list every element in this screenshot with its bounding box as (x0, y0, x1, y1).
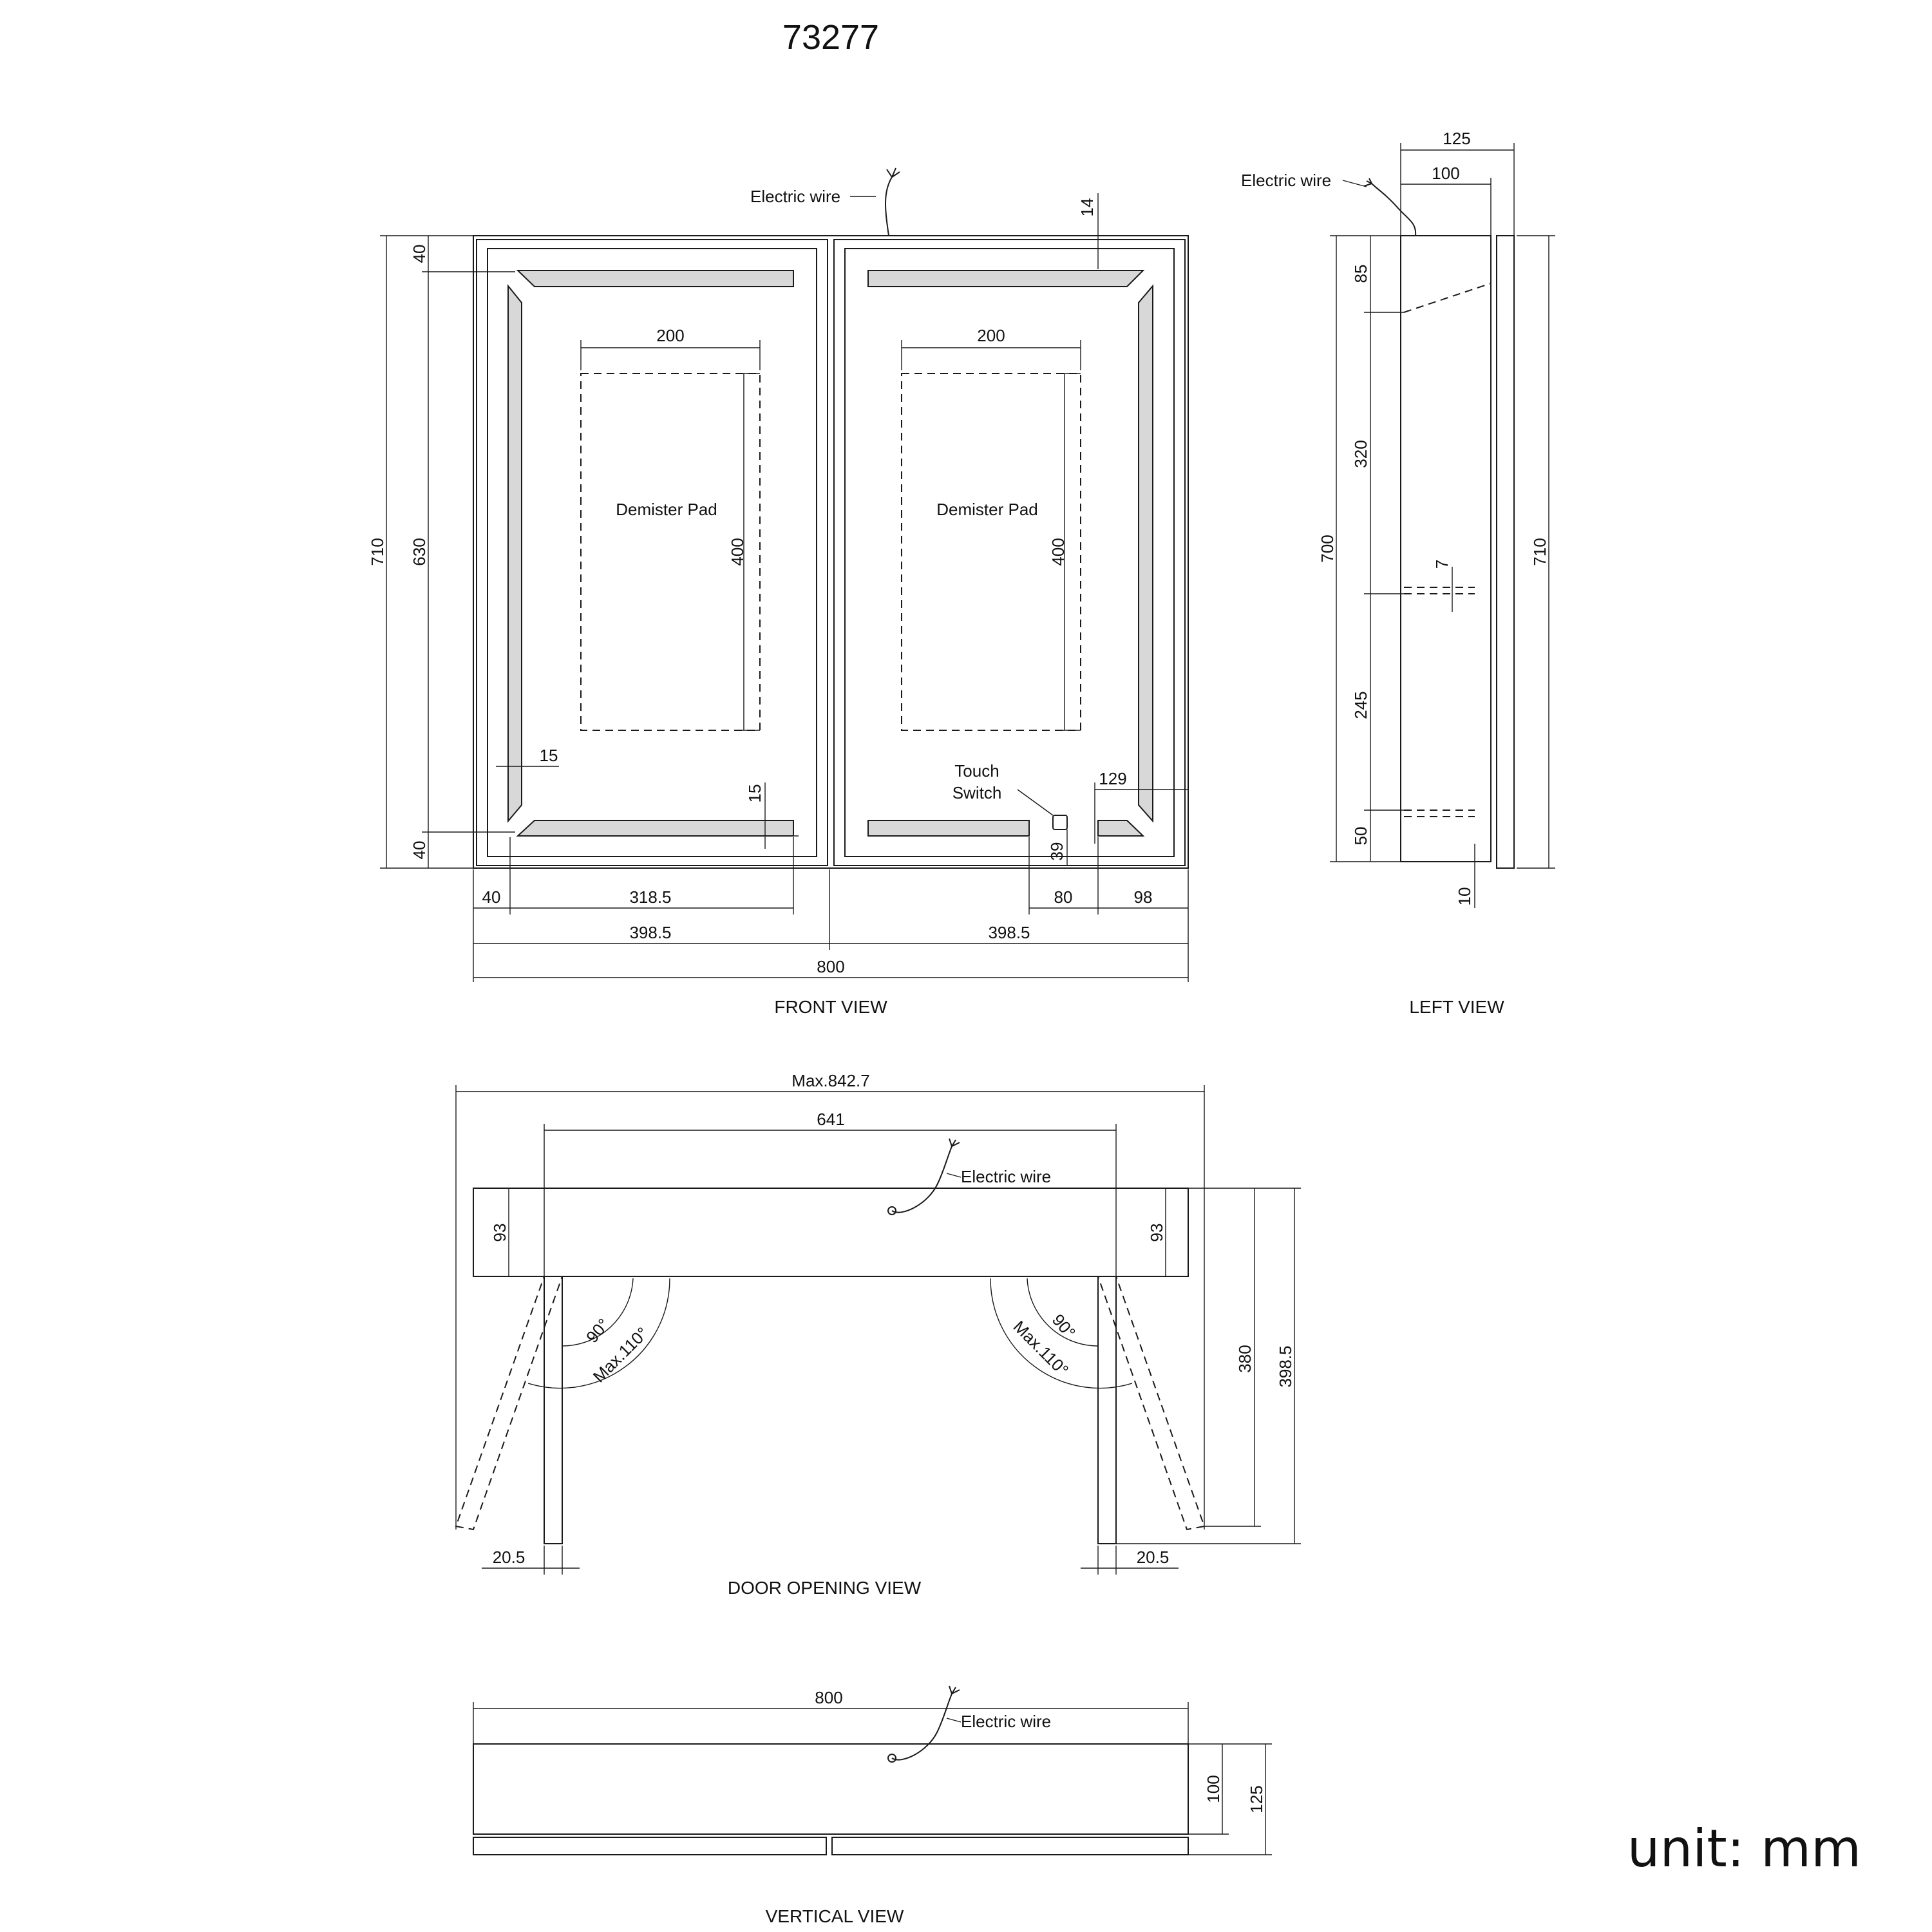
demister-pad-label-left: Demister Pad (616, 500, 717, 519)
demister-pad-label-right: Demister Pad (936, 500, 1038, 519)
door-opening-view-title: DOOR OPENING VIEW (728, 1578, 922, 1598)
dim-vertical-depth-100: 100 (1204, 1775, 1223, 1803)
dim-door-left: 398.5 (629, 923, 671, 942)
dim-left-depth-total: 125 (1443, 129, 1470, 148)
touch-switch-icon[interactable] (1052, 815, 1068, 830)
dim-left-depth-body: 100 (1432, 164, 1459, 183)
dim-front-bottom-margin: 40 (410, 841, 429, 860)
dim-door-swing-380: 380 (1235, 1345, 1255, 1372)
dim-left-body-height: 700 (1318, 535, 1337, 562)
vertical-view: Electric wire 800 100 125 VERTICAL VIEW (473, 1685, 1272, 1926)
angle-90-right: 90° (1048, 1311, 1079, 1342)
dim-door-right: 398.5 (988, 923, 1030, 942)
front-view: Demister Pad Demister Pad 200 200 400 40… (368, 167, 1189, 1017)
front-electric-wire-label: Electric wire (750, 187, 840, 206)
demister-pad-right (901, 373, 1081, 731)
vertical-view-title: VERTICAL VIEW (766, 1906, 904, 1926)
led-strip-bottom-right-a (867, 820, 1030, 837)
led-strip-top-right (867, 270, 1145, 287)
dim-vertical-width: 800 (815, 1688, 842, 1707)
electric-wire-icon-vertical (891, 1685, 960, 1761)
dim-door-thk-right: 20.5 (1137, 1548, 1170, 1567)
touch-switch-label-2: Switch (952, 783, 1002, 802)
dim-front-overall-height: 710 (368, 538, 387, 565)
dim-left-bottom-10: 10 (1455, 887, 1474, 906)
dim-left-shelf-7: 7 (1432, 560, 1452, 569)
led-strip-bottom-right-b (1097, 820, 1145, 837)
dim-led-bottom-length: 318.5 (629, 887, 671, 907)
door-opening-view: 90° Max.110° 90° Max.110° Electric wire … (455, 1071, 1301, 1598)
dim-vertical-depth-125: 125 (1247, 1785, 1266, 1813)
left-view-title: LEFT VIEW (1409, 997, 1504, 1017)
left-electric-wire-label: Electric wire (1241, 171, 1331, 190)
dim-led-side-width: 15 (540, 746, 558, 765)
dim-left-seg-320: 320 (1351, 440, 1370, 468)
dim-pad-height-right: 400 (1048, 538, 1068, 565)
touch-switch-label-1: Touch (954, 761, 999, 781)
dim-front-top-margin: 40 (410, 245, 429, 263)
dim-front-inner-height: 630 (410, 538, 429, 565)
dim-left-seg-245: 245 (1351, 691, 1370, 719)
dim-front-left-margin: 40 (482, 887, 501, 907)
dim-led-gap-top: 14 (1077, 198, 1097, 217)
dim-door-max-width: Max.842.7 (791, 1071, 869, 1090)
dim-door-swing-398: 398.5 (1276, 1345, 1295, 1387)
demister-pad-left (580, 373, 761, 731)
dim-pad-height-left: 400 (728, 538, 747, 565)
dim-door-inner-width: 641 (817, 1110, 844, 1129)
led-strip-side-right (1138, 284, 1153, 823)
front-view-title: FRONT VIEW (774, 997, 887, 1017)
dim-door-depth-left: 93 (490, 1224, 509, 1242)
led-strip-bottom-left (516, 820, 794, 837)
door-electric-wire-label: Electric wire (961, 1167, 1051, 1186)
led-strip-side-left (507, 284, 522, 823)
dim-left-seg-85: 85 (1351, 265, 1370, 283)
vertical-electric-wire-label: Electric wire (961, 1712, 1051, 1731)
dim-left-seg-50: 50 (1351, 827, 1370, 846)
led-strip-top-left (516, 270, 794, 287)
dim-switch-width: 80 (1054, 887, 1073, 907)
dim-switch-bottom: 39 (1047, 842, 1066, 861)
dim-switch-right: 129 (1099, 769, 1126, 788)
electric-wire-icon (885, 167, 900, 236)
left-view: Electric wire 125 100 710 700 85 320 245… (1241, 129, 1555, 1017)
dim-pad-width-left: 200 (656, 326, 684, 345)
electric-wire-icon-left (1363, 178, 1417, 236)
dim-led-bottom-width: 15 (745, 784, 764, 803)
dim-front-overall-width: 800 (817, 957, 844, 976)
dim-pad-width-right: 200 (977, 326, 1005, 345)
unit-label: unit: mm (1627, 1819, 1861, 1879)
dim-switch-right-strip: 98 (1134, 887, 1153, 907)
electric-wire-icon-door (891, 1138, 960, 1213)
dim-door-depth-right: 93 (1147, 1224, 1166, 1242)
dim-door-thk-left: 20.5 (493, 1548, 526, 1567)
drawing-title: 73277 (782, 18, 879, 57)
dim-left-overall-height: 710 (1530, 538, 1549, 565)
